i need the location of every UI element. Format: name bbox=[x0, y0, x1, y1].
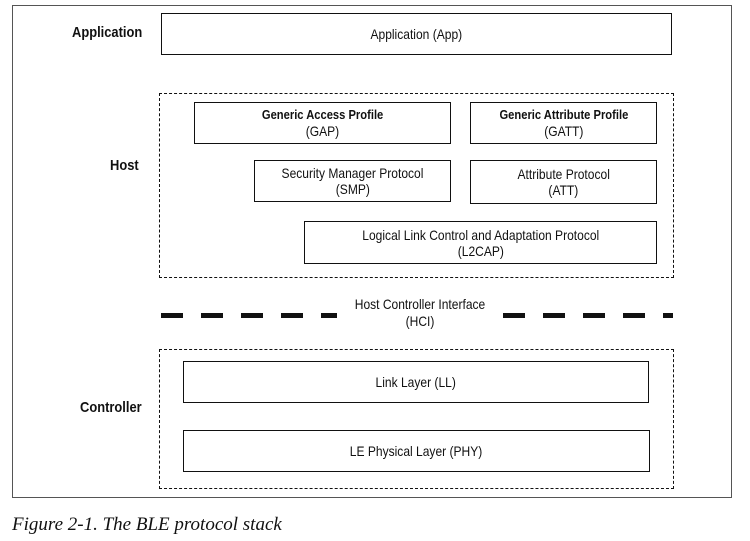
label-application: Application bbox=[72, 24, 143, 41]
hci-dashed-line-right bbox=[503, 313, 673, 318]
gap-abbr: (GAP) bbox=[305, 123, 340, 139]
ll-label: Link Layer (LL) bbox=[375, 374, 457, 390]
smp-title: Security Manager Protocol bbox=[281, 165, 424, 181]
hci-abbr: (HCI) bbox=[405, 313, 435, 329]
ll-box: Link Layer (LL) bbox=[183, 361, 649, 403]
phy-label: LE Physical Layer (PHY) bbox=[350, 443, 483, 459]
gap-title: Generic Access Profile bbox=[261, 107, 384, 122]
l2cap-title: Logical Link Control and Adaptation Prot… bbox=[362, 226, 599, 243]
l2cap-abbr: (L2CAP) bbox=[457, 242, 504, 259]
hci-label: Host Controller Interface (HCI) bbox=[337, 296, 503, 330]
label-controller: Controller bbox=[80, 399, 142, 416]
controller-region bbox=[159, 349, 674, 489]
figure-caption: Figure 2-1. The BLE protocol stack bbox=[12, 514, 282, 535]
smp-box: Security Manager Protocol (SMP) bbox=[254, 160, 451, 202]
gatt-box: Generic Attribute Profile (GATT) bbox=[470, 102, 657, 144]
figure-frame bbox=[12, 5, 732, 498]
hci-title: Host Controller Interface bbox=[354, 296, 486, 312]
application-box-label: Application (App) bbox=[370, 26, 463, 42]
host-region bbox=[159, 93, 674, 278]
att-box: Attribute Protocol (ATT) bbox=[470, 160, 657, 204]
gap-box: Generic Access Profile (GAP) bbox=[194, 102, 451, 144]
hci-dashed-line-left bbox=[161, 313, 337, 318]
l2cap-box: Logical Link Control and Adaptation Prot… bbox=[304, 221, 657, 264]
label-host: Host bbox=[110, 157, 139, 174]
att-title: Attribute Protocol bbox=[517, 166, 610, 182]
smp-abbr: (SMP) bbox=[335, 181, 370, 197]
phy-box: LE Physical Layer (PHY) bbox=[183, 430, 650, 472]
gatt-abbr: (GATT) bbox=[543, 123, 584, 139]
att-abbr: (ATT) bbox=[548, 182, 579, 198]
gatt-title: Generic Attribute Profile bbox=[499, 107, 628, 122]
application-box: Application (App) bbox=[161, 13, 672, 55]
